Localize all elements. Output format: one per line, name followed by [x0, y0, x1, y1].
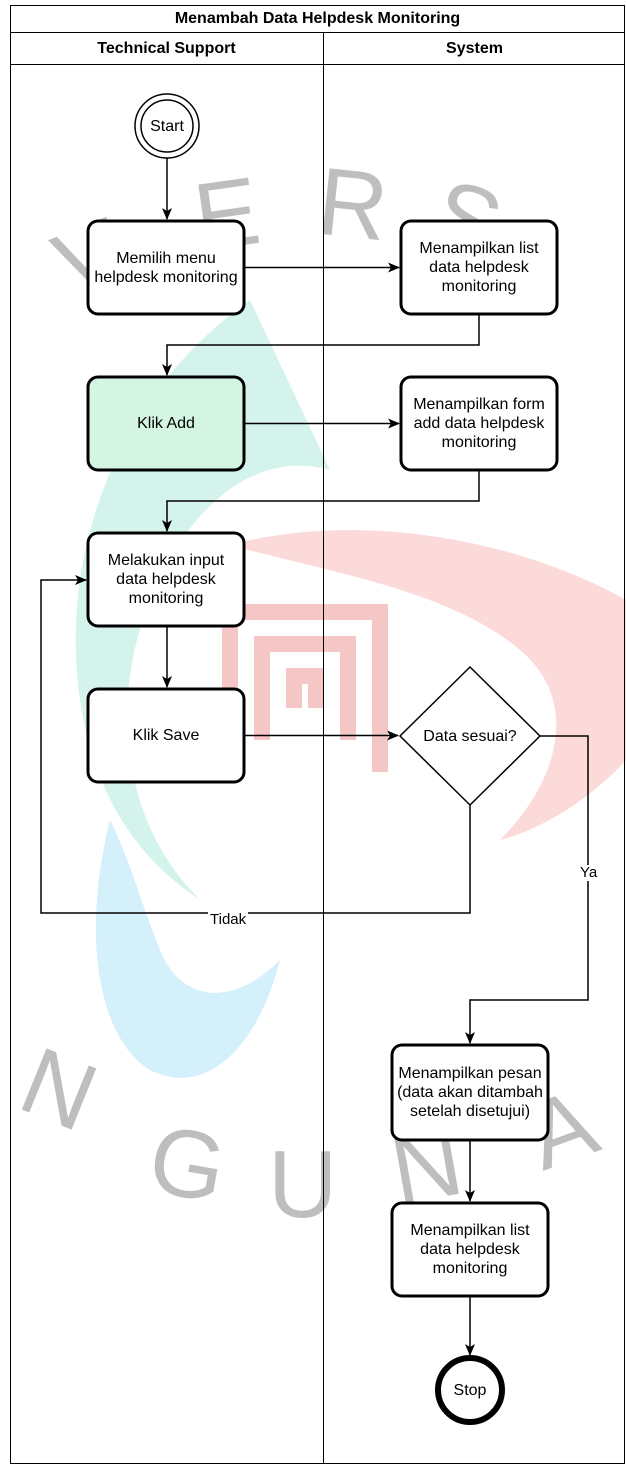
edge-form-to-input [162, 470, 480, 532]
decision-label: Data sesuai? [423, 727, 517, 745]
box-input-data [86, 531, 246, 628]
input-data-label: Melakukan input data helpdesk monitoring [107, 552, 225, 607]
start-node-inner [140, 99, 194, 153]
lane-header-technical-support: Technical Support [97, 39, 236, 57]
klik-add-label: Klik Add [137, 415, 195, 432]
watermark-red-arc [230, 530, 626, 840]
edge-label-yes: Ya [578, 864, 600, 881]
edge-list-to-add [162, 314, 480, 376]
edge-label-no: Tidak [208, 911, 249, 928]
tampil-list-1-label: Menampilkan list data helpdesk monitorin… [419, 240, 539, 295]
edge-decision-no [40, 575, 471, 914]
stop-label: Stop [453, 1381, 487, 1399]
tampil-pesan-label: Menampilkan pesan (data akan ditambah se… [397, 1065, 543, 1120]
stop-node [435, 1355, 505, 1425]
pilih-menu-label: Memilih menu helpdesk monitoring [94, 249, 238, 286]
watermark-letter: U [268, 1131, 338, 1238]
diagram-title: Menambah Data Helpdesk Monitoring [174, 9, 461, 27]
watermark-blue-arc [95, 820, 280, 1078]
tampil-list-2-label: Menampilkan list data helpdesk monitorin… [410, 1222, 530, 1277]
klik-save-label: Klik Save [132, 727, 200, 744]
lane-header-system: System [446, 39, 503, 57]
start-label: Start [150, 117, 184, 135]
edge-decision-yes [465, 735, 589, 1044]
tampil-form-label: Menampilkan form add data helpdesk monit… [413, 396, 545, 451]
